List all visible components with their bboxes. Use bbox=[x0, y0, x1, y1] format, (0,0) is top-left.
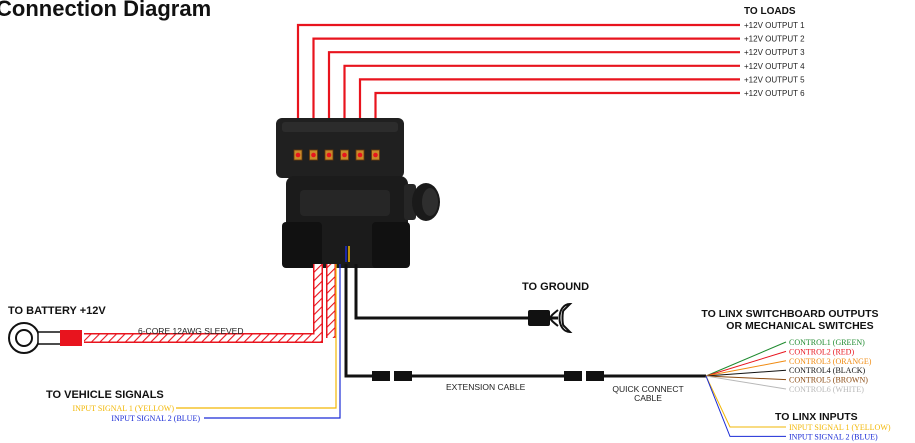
battery-ring-terminal bbox=[8, 322, 82, 354]
ground-wire bbox=[354, 264, 573, 334]
control-wire bbox=[705, 350, 787, 377]
linx-outputs-heading-line1: TO LINX SWITCHBOARD OUTPUTS bbox=[701, 308, 878, 320]
linx-input-wires: INPUT SIGNAL 1 (YELLOW)INPUT SIGNAL 2 (B… bbox=[705, 375, 891, 441]
terminal-screw bbox=[342, 152, 347, 158]
control-label: CONTROL2 (RED) bbox=[789, 347, 854, 356]
page-title: Connection Diagram bbox=[0, 0, 211, 21]
control-wire bbox=[705, 375, 787, 390]
linx-input-wire bbox=[705, 375, 786, 428]
output-label: +12V OUTPUT 1 bbox=[744, 21, 805, 30]
control-label: CONTROL4 (BLACK) bbox=[789, 366, 866, 375]
controller-unit bbox=[276, 118, 440, 268]
linx-input-label: INPUT SIGNAL 2 (BLUE) bbox=[789, 432, 878, 441]
linx-inputs-heading: TO LINX INPUTS bbox=[775, 411, 858, 423]
output-label: +12V OUTPUT 2 bbox=[744, 35, 805, 44]
extension-cable-label: EXTENSION CABLE bbox=[446, 382, 526, 392]
quick-connect-label-line1: QUICK CONNECT bbox=[612, 384, 683, 394]
linx-input-label: INPUT SIGNAL 1 (YELLOW) bbox=[789, 423, 891, 432]
control-wire bbox=[705, 360, 787, 377]
control-label: CONTROL5 (BROWN) bbox=[789, 376, 868, 385]
control-wires: CONTROL1 (GREEN)CONTROL2 (RED)CONTROL3 (… bbox=[705, 338, 872, 394]
vehicle-signal-wires bbox=[176, 264, 341, 419]
extension-cable bbox=[344, 264, 706, 381]
control-wire bbox=[705, 369, 787, 377]
output-wire bbox=[374, 91, 740, 158]
vehicle-signals-heading: TO VEHICLE SIGNALS bbox=[46, 389, 164, 401]
terminal-screw bbox=[295, 152, 301, 158]
control-wire bbox=[705, 375, 787, 381]
control-wire bbox=[705, 341, 787, 377]
battery-heading: TO BATTERY +12V bbox=[8, 305, 106, 317]
terminal-screw bbox=[373, 152, 378, 158]
quick-connect-label-line2: CABLE bbox=[634, 393, 662, 403]
output-wire bbox=[358, 78, 740, 158]
vehicle-input-2-label: INPUT SIGNAL 2 (BLUE) bbox=[111, 414, 200, 423]
control-label: CONTROL1 (GREEN) bbox=[789, 338, 865, 347]
output-label: +12V OUTPUT 3 bbox=[744, 48, 805, 57]
vehicle-input-1-label: INPUT SIGNAL 1 (YELLOW) bbox=[72, 404, 174, 413]
output-wire bbox=[296, 23, 740, 158]
linx-input-wire bbox=[705, 375, 786, 437]
terminal-screw bbox=[357, 152, 363, 158]
linx-outputs-heading-line2: OR MECHANICAL SWITCHES bbox=[726, 320, 873, 332]
output-label: +12V OUTPUT 6 bbox=[744, 89, 805, 98]
battery-cable-label: 6-CORE 12AWG SLEEVED bbox=[138, 326, 244, 336]
loads-heading: TO LOADS bbox=[744, 6, 796, 17]
output-label: +12V OUTPUT 5 bbox=[744, 75, 805, 84]
control-label: CONTROL6 (WHITE) bbox=[789, 385, 864, 394]
terminal-screw bbox=[311, 152, 316, 158]
ground-heading: TO GROUND bbox=[522, 281, 589, 293]
output-label: +12V OUTPUT 4 bbox=[744, 62, 805, 71]
battery-cable bbox=[84, 264, 336, 343]
control-label: CONTROL3 (ORANGE) bbox=[789, 357, 872, 366]
terminal-screw bbox=[326, 152, 332, 158]
